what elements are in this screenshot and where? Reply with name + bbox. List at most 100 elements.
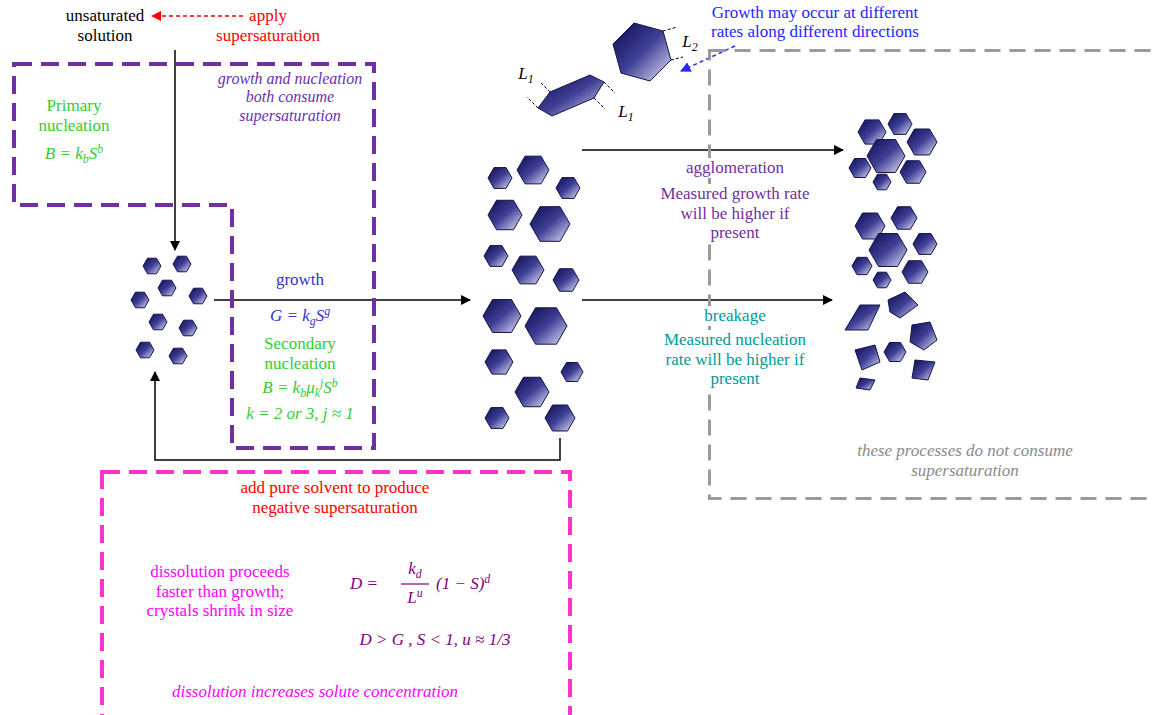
formula-part: L: [407, 588, 416, 607]
crystal: [517, 156, 549, 184]
dashed-arrow: [152, 15, 243, 17]
crystal: [136, 342, 154, 358]
crystal: [888, 114, 912, 135]
crystal: [189, 288, 207, 304]
dimension-label: L1: [618, 102, 633, 122]
crystal: [553, 269, 579, 292]
superscript: j: [320, 376, 323, 390]
dimension-label: L2: [682, 32, 697, 52]
formula-part: (1 − S): [436, 574, 484, 593]
subscript: 1: [628, 110, 634, 124]
callout-note: Growth may occur at different rates alon…: [703, 4, 928, 41]
region-note: growth and nucleation both consume super…: [205, 70, 375, 125]
dimension-lines: [527, 27, 683, 109]
crystal: [484, 246, 508, 267]
superscript: g: [324, 304, 330, 318]
crystal: [891, 207, 917, 230]
dashed-outline: [14, 64, 374, 448]
formula-part: μ: [306, 378, 315, 397]
fragment: [856, 378, 875, 390]
crystal: [873, 174, 891, 190]
crystal: [613, 23, 671, 81]
formula-part: S: [316, 306, 325, 325]
subscript: 1: [528, 72, 534, 86]
process-arrows: [155, 50, 843, 460]
effect-note: Measured nucleation rate will be higher …: [657, 330, 813, 389]
dimension-label: L1: [518, 64, 533, 84]
crystal: [515, 377, 549, 406]
crystal-fragments: [845, 292, 937, 390]
formula-part: L: [518, 64, 527, 83]
dashed-outline: [710, 51, 1152, 499]
process-title: Primary nucleation: [19, 96, 129, 135]
crystal: [867, 140, 905, 173]
rate-equation: G = kgSg: [270, 306, 330, 326]
crystal: [869, 234, 907, 267]
crystal: [173, 256, 191, 272]
dimension-line: [604, 82, 615, 93]
crystal: [561, 362, 583, 381]
non-consuming-region-outline: [708, 49, 1152, 500]
dissolution-region: add pure solvent to produce negative sup…: [100, 470, 572, 715]
crystal: [179, 320, 197, 336]
crystal: [143, 258, 161, 274]
crystal: [556, 178, 580, 199]
subscript: d: [416, 567, 422, 581]
parameter-note: k = 2 or 3, j ≈ 1: [246, 404, 354, 424]
flow-arrow: [174, 50, 176, 250]
agglomerate: [852, 207, 937, 288]
region-note: these processes do not consume supersatu…: [835, 441, 1095, 480]
crystal: [169, 348, 187, 364]
crystal: [907, 129, 937, 155]
formula-part: k: [408, 559, 416, 578]
crystal: [131, 292, 149, 308]
crystal: [149, 314, 167, 330]
subscript: g: [310, 314, 316, 328]
crystal: [902, 261, 928, 284]
flow-arrow: [214, 299, 470, 301]
region-note: dissolution increases solute concentrati…: [172, 682, 458, 702]
crystal: [849, 158, 871, 177]
subscript: k: [315, 386, 320, 400]
crystal: [488, 200, 522, 229]
small-crystals: [131, 256, 207, 364]
fragment: [912, 360, 935, 380]
subscript: b: [300, 386, 306, 400]
formula-part: L: [618, 102, 627, 121]
fragment: [910, 322, 937, 350]
process-region: Primary nucleation B = kbSb growth and nuc…: [12, 62, 376, 450]
growth-direction-sketch: [527, 23, 683, 116]
crystal: [545, 405, 575, 431]
effect-note: Measured growth rate will be higher if p…: [657, 184, 813, 243]
rate-equation: D =: [350, 574, 378, 594]
crystal: [538, 75, 604, 116]
crystal: [884, 342, 906, 361]
crystal: [873, 272, 891, 288]
dimension-line: [594, 98, 605, 109]
formula-part: S: [89, 144, 98, 163]
fragment: [845, 305, 880, 330]
crystal: [852, 257, 872, 274]
flow-arrow: [582, 299, 832, 301]
superscript: u: [417, 586, 423, 600]
fragment: [888, 292, 918, 318]
crystal: [900, 161, 926, 184]
process-description: dissolution proceeds faster than growth;…: [140, 562, 300, 621]
crystal: [913, 234, 937, 255]
formula-part: L: [682, 32, 691, 51]
dashed-outline: [102, 472, 570, 715]
dimension-line: [527, 97, 538, 108]
rate-equation: B = kbSb: [45, 144, 103, 164]
crystal: [158, 280, 176, 296]
agglomerate: [849, 114, 937, 190]
formula-part: S: [323, 378, 332, 397]
arrow-label: growth: [276, 270, 324, 290]
dimension-line: [663, 27, 677, 31]
fraction-denominator: Lu: [407, 588, 422, 608]
crystal: [530, 207, 570, 242]
action-label: apply supersaturation: [208, 6, 328, 45]
arrow-label: add pure solvent to produce negative sup…: [230, 478, 440, 517]
dimension-line: [671, 57, 683, 60]
process-title: Secondary nucleation: [240, 334, 360, 373]
